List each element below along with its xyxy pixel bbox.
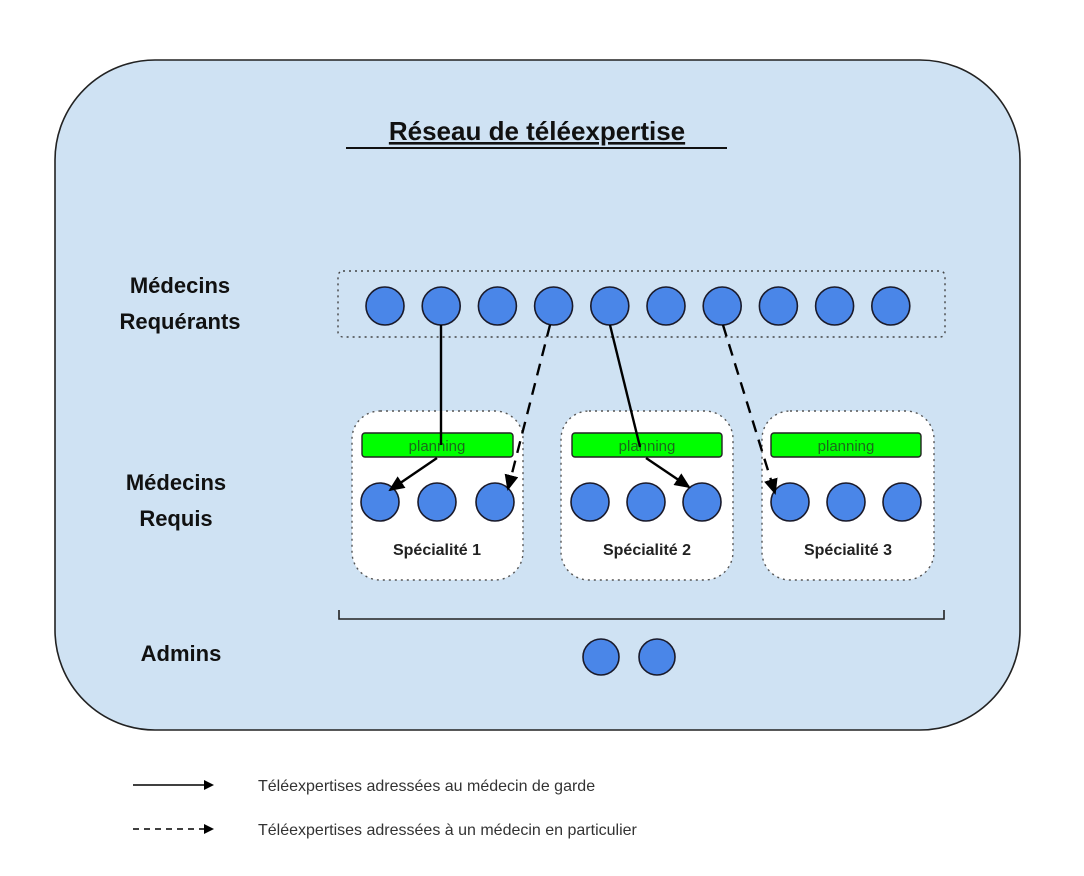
planning-bar[interactable]	[361, 432, 514, 458]
requis-node[interactable]	[475, 482, 515, 522]
row-label-requis: Médecins	[126, 470, 226, 495]
requerant-node[interactable]	[814, 286, 855, 326]
admin-node[interactable]	[582, 638, 620, 676]
requerants-container	[337, 270, 946, 338]
planning-bar[interactable]	[571, 432, 723, 458]
flow-arrow-dashed	[721, 324, 778, 495]
row-label-requerants: Médecins	[130, 273, 230, 298]
row-label-admins: Admins	[141, 641, 222, 666]
flow-arrow-solid	[388, 457, 438, 492]
requis-node[interactable]	[826, 482, 866, 522]
planning-label: planning	[409, 438, 466, 455]
requerant-node[interactable]	[646, 286, 686, 326]
requis-node[interactable]	[882, 482, 922, 522]
admin-nodes	[582, 638, 676, 676]
requerant-node[interactable]	[589, 286, 630, 326]
diagram-title: Réseau de téléexpertise	[389, 116, 685, 146]
legend-label: Téléexpertises adressées au médecin de g…	[258, 778, 595, 795]
specialty-nodes	[360, 482, 922, 522]
specialty-label: Spécialité 3	[804, 542, 892, 559]
flow-arrows	[388, 324, 778, 495]
row-label-requis-2: Requis	[139, 506, 212, 531]
specialty-label: Spécialité 1	[393, 542, 481, 559]
row-label-requerants-2: Requérants	[119, 309, 240, 334]
admins-bracket	[338, 610, 945, 620]
planning-bar[interactable]	[770, 432, 922, 458]
requerant-node[interactable]	[533, 286, 574, 326]
specialty-label: Spécialité 2	[603, 542, 691, 559]
legend-label: Téléexpertises adressées à un médecin en…	[258, 822, 638, 839]
requis-node[interactable]	[626, 482, 666, 522]
requerant-nodes	[365, 286, 911, 326]
requis-node[interactable]	[570, 482, 610, 522]
legend-item-dashed: Téléexpertises adressées à un médecin en…	[133, 822, 638, 839]
flow-arrow-solid	[608, 324, 642, 448]
flow-arrow-dashed	[504, 324, 552, 491]
requerant-node[interactable]	[421, 286, 462, 326]
requerant-node[interactable]	[870, 286, 911, 326]
planning-label: planning	[818, 438, 875, 455]
requerant-node[interactable]	[477, 286, 518, 326]
planning-label: planning	[619, 438, 676, 455]
legend-item-solid: Téléexpertises adressées au médecin de g…	[133, 778, 595, 795]
requis-node[interactable]	[417, 482, 457, 522]
requerant-node[interactable]	[702, 286, 743, 326]
flow-arrow-solid	[645, 457, 691, 489]
requis-node[interactable]	[360, 482, 400, 522]
requerant-node[interactable]	[365, 286, 405, 326]
requis-node[interactable]	[770, 482, 810, 522]
requerant-node[interactable]	[758, 286, 799, 326]
network-container	[54, 59, 1021, 731]
admin-node[interactable]	[638, 638, 676, 676]
legend: Téléexpertises adressées au médecin de g…	[133, 778, 638, 839]
requis-node[interactable]	[682, 482, 722, 522]
